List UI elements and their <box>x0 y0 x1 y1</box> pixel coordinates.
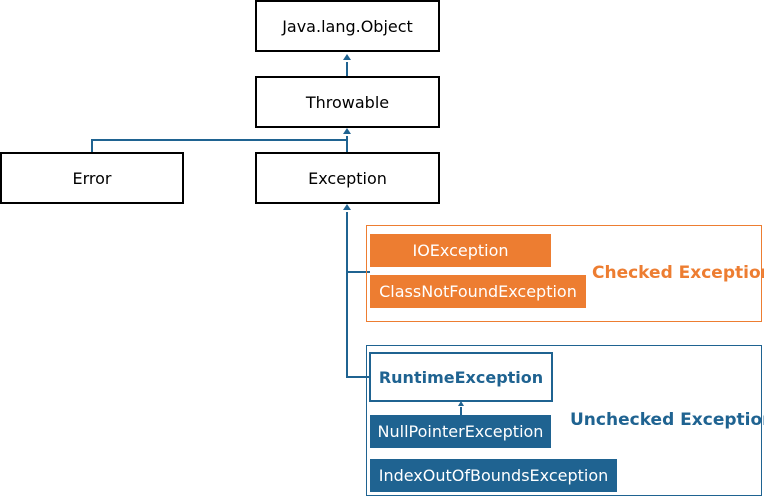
object-node: Java.lang.Object <box>255 0 440 52</box>
io-exception-node: IOException <box>370 234 551 267</box>
arrowhead-throwable <box>343 128 351 134</box>
index-out-of-bounds-exception-node: IndexOutOfBoundsException <box>370 459 617 492</box>
connector-runtime-exception <box>346 212 370 378</box>
arrowhead-exception <box>343 204 351 210</box>
unchecked-exception-label: Unchecked Exception <box>570 410 764 430</box>
runtime-exception-node: RuntimeException <box>369 352 553 402</box>
arrowhead-runtime <box>458 401 464 406</box>
exception-node: Exception <box>255 152 440 204</box>
class-not-found-exception-node: ClassNotFoundException <box>370 275 586 308</box>
unchecked-exception-group <box>366 345 762 496</box>
checked-exception-group <box>366 225 762 322</box>
checked-exception-label: Checked Exception <box>592 263 764 283</box>
connector-error-throwable <box>91 139 347 152</box>
arrowhead-object <box>343 54 351 60</box>
error-node: Error <box>0 152 184 204</box>
null-pointer-exception-node: NullPointerException <box>370 415 551 448</box>
throwable-node: Throwable <box>255 76 440 128</box>
